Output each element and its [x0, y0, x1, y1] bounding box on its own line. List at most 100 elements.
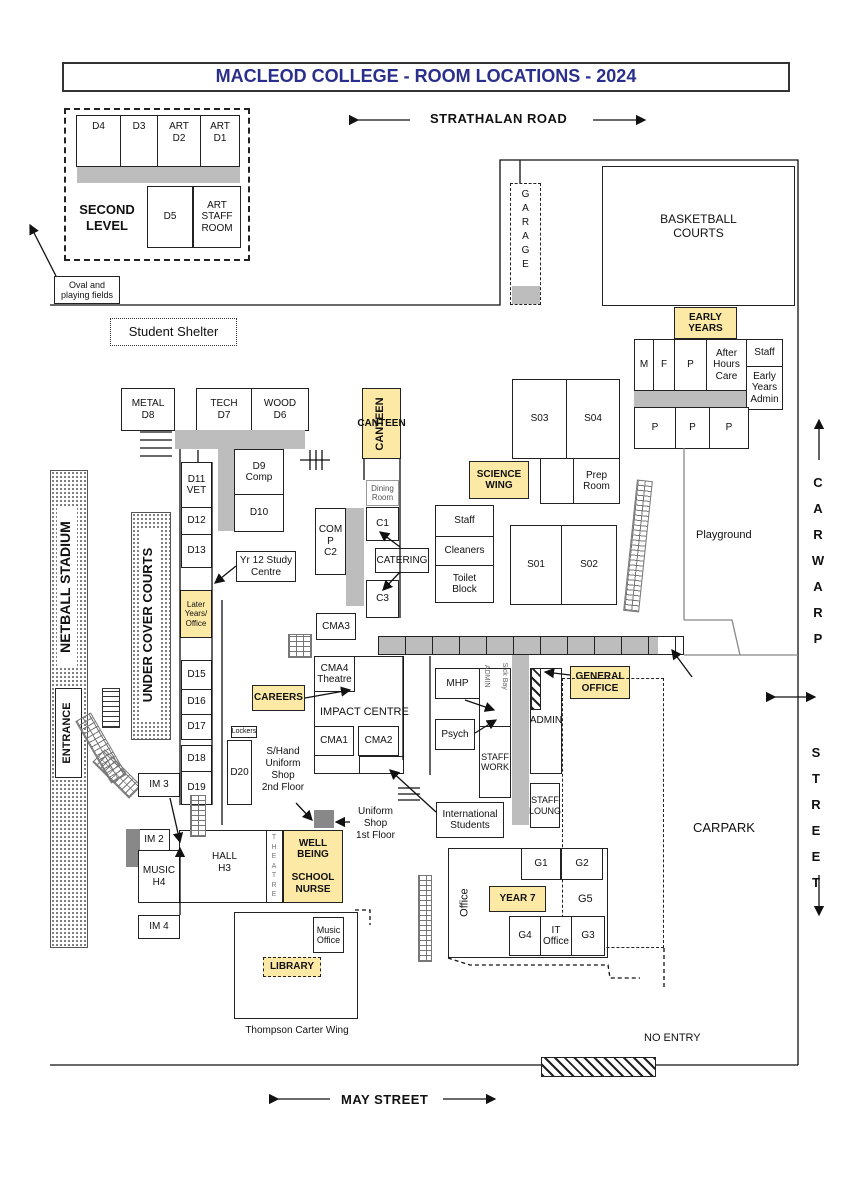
d-corridor — [175, 430, 305, 449]
uniform-shop — [314, 810, 334, 828]
playground-label: Playground — [696, 529, 752, 541]
staff-lounge: STAFF LOUNG — [529, 783, 561, 828]
sick-bay: Sick Bay — [501, 662, 509, 690]
art-staff-room: ART STAFF ROOM — [193, 186, 241, 248]
music-office: Music Office — [313, 917, 344, 953]
brick-path — [418, 875, 432, 962]
basketball-courts: BASKETBALL COURTS — [602, 166, 795, 306]
ey-corridor — [634, 391, 746, 408]
theatre-label: T H E A T R E — [271, 834, 277, 898]
room-cma3: CMA3 — [316, 613, 356, 640]
ey-p4: P — [709, 407, 749, 449]
south-gate — [541, 1057, 656, 1077]
year-7: YEAR 7 — [489, 886, 546, 912]
room-d4: D4 — [76, 115, 121, 167]
title-bar — [62, 62, 790, 92]
stairs — [531, 668, 541, 710]
room-g1: G1 — [521, 848, 561, 880]
library: LIBRARY — [263, 957, 321, 977]
psych: Psych — [435, 719, 475, 750]
admin-vertical: ADMIN — [483, 664, 491, 688]
wood-d6: WOOD D6 — [251, 388, 309, 431]
international-students: International Students — [436, 802, 504, 838]
ey-p3: P — [675, 407, 710, 449]
brick-path — [288, 634, 312, 658]
im-2: IM 2 — [138, 829, 170, 851]
garage-door — [512, 286, 540, 304]
careers: CAREERS — [252, 685, 305, 711]
im-3: IM 3 — [138, 773, 180, 797]
cleaners: Cleaners — [435, 536, 494, 566]
room-d5: D5 — [147, 186, 193, 248]
student-shelter: Student Shelter — [110, 318, 237, 346]
road-carwarp: C A R W A R P — [811, 475, 825, 646]
road-may-street: MAY STREET — [341, 1092, 429, 1107]
room-s01: S01 — [510, 525, 562, 605]
room-g5: G5 — [578, 893, 593, 905]
impact-centre-label: IMPACT CENTRE — [320, 706, 409, 718]
netball-label: NETBALL STADIUM — [57, 507, 77, 667]
im-4: IM 4 — [138, 915, 180, 939]
science-wing: SCIENCE WING — [469, 461, 529, 499]
room-g4: G4 — [509, 916, 541, 956]
thompson-label: Thompson Carter Wing — [245, 1025, 349, 1036]
room-s03: S03 — [512, 379, 567, 459]
lockers: Lockers — [231, 726, 257, 738]
it-office: IT Office — [540, 916, 572, 956]
hall-h3: HALL H3 — [179, 830, 270, 903]
road-street: S T R E E T — [811, 745, 821, 890]
d20: D20 — [227, 740, 252, 805]
ey-f: F — [653, 339, 675, 391]
d18: D18 — [181, 745, 212, 772]
bleachers — [102, 688, 120, 728]
brick-path — [190, 795, 206, 837]
ey-p1: P — [674, 339, 707, 391]
oval-label: Oval and playing fields — [54, 276, 120, 304]
no-entry: NO ENTRY — [644, 1032, 701, 1044]
after-hours-care: After Hours Care — [706, 339, 747, 391]
second-level-label: SECOND LEVEL — [79, 202, 135, 233]
lobby — [359, 756, 404, 774]
c-corridor — [346, 508, 364, 606]
staff-room: Staff — [435, 505, 494, 537]
prep-room: Prep Room — [573, 458, 620, 504]
d16: D16 — [181, 689, 212, 715]
d9-comp: D9 Comp — [234, 449, 284, 495]
science-link — [540, 458, 574, 504]
brick-path — [623, 479, 653, 613]
ey-admin: Early Years Admin — [746, 366, 783, 410]
corridor — [77, 167, 240, 183]
room-d3: D3 — [120, 115, 158, 167]
d17: D17 — [181, 714, 212, 740]
toilet-block: Toilet Block — [435, 565, 494, 603]
metal-d8: METAL D8 — [121, 388, 175, 431]
staff-work: STAFF WORK — [479, 726, 511, 798]
admin-corridor — [512, 655, 529, 825]
room-cma2: CMA2 — [358, 726, 399, 756]
room-cma1: CMA1 — [314, 726, 354, 756]
d12: D12 — [181, 507, 212, 535]
road-strathalan: STRATHALAN ROAD — [430, 111, 568, 126]
page-title: MACLEOD COLLEGE - ROOM LOCATIONS - 2024 — [215, 66, 637, 86]
garage-label: G A R A G E — [521, 189, 530, 270]
corridor-outline — [378, 636, 684, 655]
carpark-label: CARPARK — [693, 820, 755, 835]
later-years-office: Later Years/ Office — [180, 590, 212, 638]
room-g2: G2 — [561, 848, 603, 880]
d15: D15 — [181, 660, 212, 690]
entrance-label: ENTRANCE — [61, 702, 73, 764]
catering: CATERING — [375, 548, 429, 573]
dining-room: Dining Room — [366, 480, 399, 506]
office-vertical: Office — [458, 888, 471, 917]
uniform-1st-floor: Uniform Shop 1st Floor — [356, 806, 395, 841]
ey-p2: P — [634, 407, 676, 449]
d11-vet: D11 VET — [181, 462, 212, 508]
early-years-label: EARLY YEARS — [674, 307, 737, 339]
room-art-d1: ART D1 — [200, 115, 240, 167]
room-g3: G3 — [571, 916, 605, 956]
ey-staff: Staff — [746, 339, 783, 367]
room-c3: C3 — [366, 580, 399, 618]
d10: D10 — [234, 494, 284, 532]
canteen-label-v: CANTEEN — [374, 397, 386, 451]
room-c1: C1 — [366, 507, 399, 541]
